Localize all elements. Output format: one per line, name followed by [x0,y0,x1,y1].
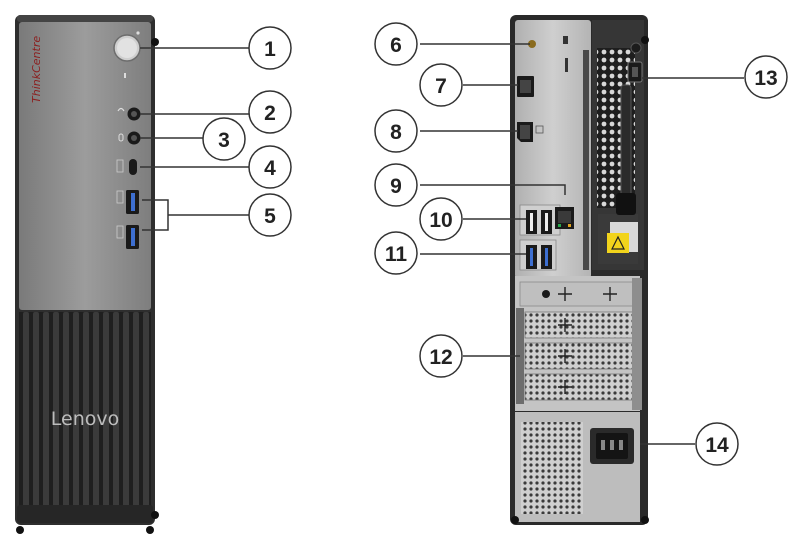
usb-a-port-icon[interactable] [116,225,139,249]
usb-a-port-icon[interactable] [526,210,537,234]
ac-power-connector-icon[interactable] [590,428,634,464]
security-lock-slot-icon[interactable] [627,61,643,83]
callout-10-label: 10 [429,209,452,232]
callout-11: 11 [374,231,418,275]
callout-6: 6 [374,22,418,66]
callout-10: 10 [419,197,463,241]
callout-5: 5 [248,193,292,237]
callout-12: 12 [419,334,463,378]
callout-4: 4 [248,145,292,189]
front-top-cap [17,15,153,22]
psu-vent-grille [521,422,583,514]
front-ribbed-grille [19,312,151,507]
front-foot-left [16,526,24,534]
callout-5-label: 5 [264,205,276,228]
power-button-icon[interactable] [113,34,141,62]
callout-8: 8 [374,109,418,153]
callout-1: 1 [248,26,292,70]
callout-1-label: 1 [264,38,276,61]
usb-c-port-icon[interactable] [116,159,137,175]
callout-6-label: 6 [390,34,402,57]
lenovo-logo: Lenovo [51,408,119,430]
callout-14: 14 [695,422,739,466]
callout-2-label: 2 [264,102,276,125]
rear-io-panel [515,20,591,278]
callout-11-label: 11 [385,243,408,266]
ethernet-port-icon[interactable] [555,207,574,229]
callout-4-label: 4 [264,157,276,180]
expansion-slot-covers [524,311,634,401]
callout-7-label: 7 [435,75,447,98]
callout-2: 2 [248,90,292,134]
callout-8-label: 8 [390,121,402,144]
microphone-jack-icon[interactable] [118,131,141,145]
callout-12-label: 12 [429,346,452,369]
callout-3-label: 3 [218,129,230,152]
callouts: 1 2 3 4 5 6 7 8 [202,22,788,466]
front-foot-right [146,526,154,534]
headset-jack-icon[interactable] [117,107,141,121]
rear-view [510,15,649,525]
callout-9-label: 9 [390,175,402,198]
usb-a-port-icon[interactable] [116,190,139,214]
callout-9: 9 [374,163,418,207]
usb-a-port-icon[interactable] [541,245,552,269]
callout-13-label: 13 [754,67,777,90]
front-view: ThinkCentre [15,15,159,534]
callout-13: 13 [744,55,788,99]
displayport-icon[interactable] [517,122,533,142]
callout-3: 3 [202,117,246,161]
callout-7: 7 [419,63,463,107]
usb-a-port-icon[interactable] [541,210,552,234]
usb-a-port-icon[interactable] [526,245,537,269]
warning-triangle-icon [607,233,629,253]
callout-14-label: 14 [705,434,729,457]
hdmi-port-icon[interactable] [517,76,534,97]
leader-lines [140,43,744,445]
thinkcentre-brand: ThinkCentre [30,36,43,103]
